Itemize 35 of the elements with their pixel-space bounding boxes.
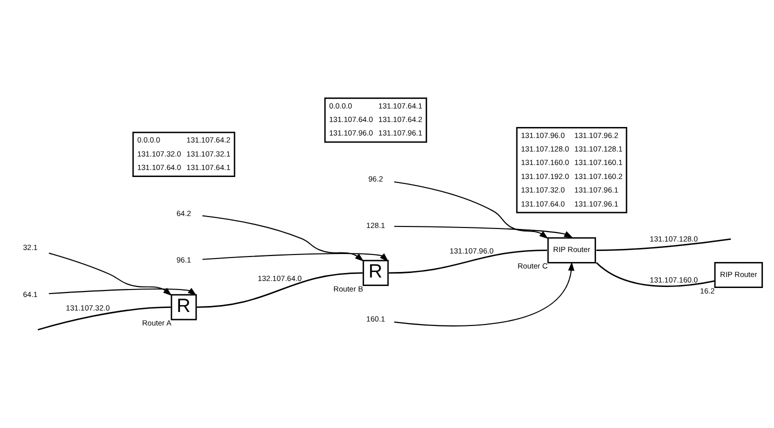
node-label: Router C	[518, 261, 548, 270]
node-box: 0.0.0.0 131.107.64.2 131.107.32.0 131.107.32.1 131.107.64.0 131.107.64.1	[132, 131, 236, 176]
node-text: 96.1	[176, 255, 192, 264]
node-box: RIP Router	[714, 261, 763, 288]
arrow	[202, 252, 388, 262]
arrow	[394, 225, 574, 238]
node-box: RIP Router	[547, 236, 596, 263]
node-label: Router B	[333, 284, 364, 293]
connector	[596, 262, 715, 286]
edge-label: 131.107.96.0	[450, 246, 494, 256]
node-box: 131.107.96.0 131.107.96.2 131.107.128.0 131.107.128.1 131.107.160.0 131.107.160.1 131.107.192.0 131.107.160.2 131.107.32.0 131.107.96.1 131.107.64.0 131.107.96.1	[516, 126, 628, 213]
arrow	[394, 261, 574, 326]
node-box: R	[170, 294, 197, 320]
edge-label: 132.107.64.0	[258, 274, 302, 283]
node-text: 128.1	[366, 220, 386, 230]
node-label: Router A	[142, 318, 172, 328]
arrow	[202, 214, 364, 262]
connector	[38, 306, 171, 330]
node-text: 64.2	[176, 208, 192, 218]
node-text: 160.1	[366, 314, 386, 323]
node-text: 64.1	[22, 289, 38, 298]
edge-label: 131.107.32.0	[66, 302, 110, 312]
connector	[388, 249, 548, 274]
edge-label: 131.107.160.0	[650, 274, 698, 284]
connector	[196, 272, 363, 308]
node-text: 96.2	[368, 174, 384, 184]
node-box: R	[362, 259, 389, 286]
node-text: 32.1	[22, 242, 38, 252]
edge-label: 131.107.128.0	[650, 234, 698, 243]
node-label: 16.2	[700, 286, 715, 295]
arrow	[394, 180, 548, 238]
arrow	[48, 287, 197, 296]
node-box: 0.0.0.0 131.107.64.1 131.107.64.0 131.107.64.2 131.107.96.0 131.107.96.1	[324, 96, 428, 142]
connector	[596, 238, 731, 250]
arrow	[48, 252, 172, 296]
